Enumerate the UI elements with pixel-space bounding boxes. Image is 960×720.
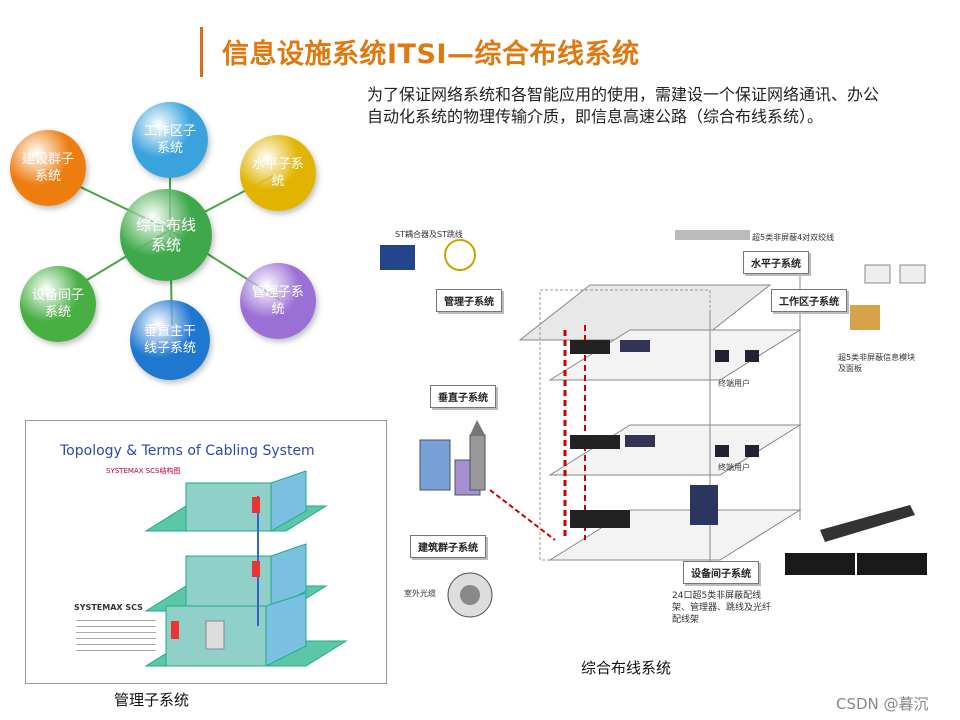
label-work-area: 工作区子系统 xyxy=(771,289,847,312)
hub-node-label: 工作区子系统 xyxy=(143,124,196,156)
hub-node-equipment: 设备间子系统 xyxy=(20,266,96,342)
label-module: 超5类非屏蔽信息模块及面板 xyxy=(838,353,916,373)
label-cat5: 超5类非屏蔽4对双绞线 xyxy=(752,233,835,242)
label-patch: 24口超5类非屏蔽配线架、管理器、跳线及光纤配线架 xyxy=(672,591,772,625)
hub-node-management: 管理子系统 xyxy=(240,263,316,339)
label-user-1: 终端用户 xyxy=(718,379,750,388)
cabling-diagram xyxy=(380,230,927,618)
hub-node-vertical: 垂直主干线子系统 xyxy=(130,300,210,380)
watermark: CSDN @暮沉 xyxy=(836,695,929,713)
label-st: ST耦合器及ST跳线 xyxy=(395,230,463,239)
hub-center-label: 综合布线系统 xyxy=(135,216,196,254)
topology-title: Topology & Terms of Cabling System xyxy=(60,443,315,459)
hub-node-label: 垂直主干线子系统 xyxy=(143,324,196,356)
label-horizontal: 水平子系统 xyxy=(743,251,809,274)
legend-block: SYSTEMAX SCS xyxy=(74,603,143,612)
topology-drawing xyxy=(144,470,348,667)
label-management: 管理子系统 xyxy=(436,289,502,312)
hub-node-label: 管理子系统 xyxy=(251,285,304,317)
label-equipment: 设备间子系统 xyxy=(683,561,759,584)
diagram-caption: 综合布线系统 xyxy=(581,659,672,677)
topology-subtitle: SYSTEMAX SCS结构图 xyxy=(106,467,181,475)
hub-node-horizontal: 水平子系统 xyxy=(240,135,316,211)
hub-center: 综合布线系统 xyxy=(120,189,212,281)
topology-panel: Topology & Terms of Cabling System SYSTE… xyxy=(25,420,387,684)
intro-text: 为了保证网络系统和各智能应用的使用，需建设一个保证网络通讯、办公自动化系统的物理… xyxy=(367,85,880,126)
hub-node-label: 建设群子系统 xyxy=(21,152,74,184)
topology-caption: 管理子系统 xyxy=(114,691,190,709)
hub-node-campus: 建设群子系统 xyxy=(10,130,86,206)
legend-lines xyxy=(76,615,156,667)
label-campus: 建筑群子系统 xyxy=(410,535,486,558)
label-vertical: 垂直子系统 xyxy=(430,385,496,408)
title-accent-bar xyxy=(200,27,203,77)
hub-node-label: 水平子系统 xyxy=(251,157,304,189)
hub-node-work-area: 工作区子系统 xyxy=(132,102,208,178)
label-user-2: 终端用户 xyxy=(718,463,750,472)
label-fiber: 室外光缆 xyxy=(404,589,436,598)
hub-node-label: 设备间子系统 xyxy=(31,288,84,320)
page-title: 信息设施系统ITSI—综合布线系统 xyxy=(222,39,640,70)
